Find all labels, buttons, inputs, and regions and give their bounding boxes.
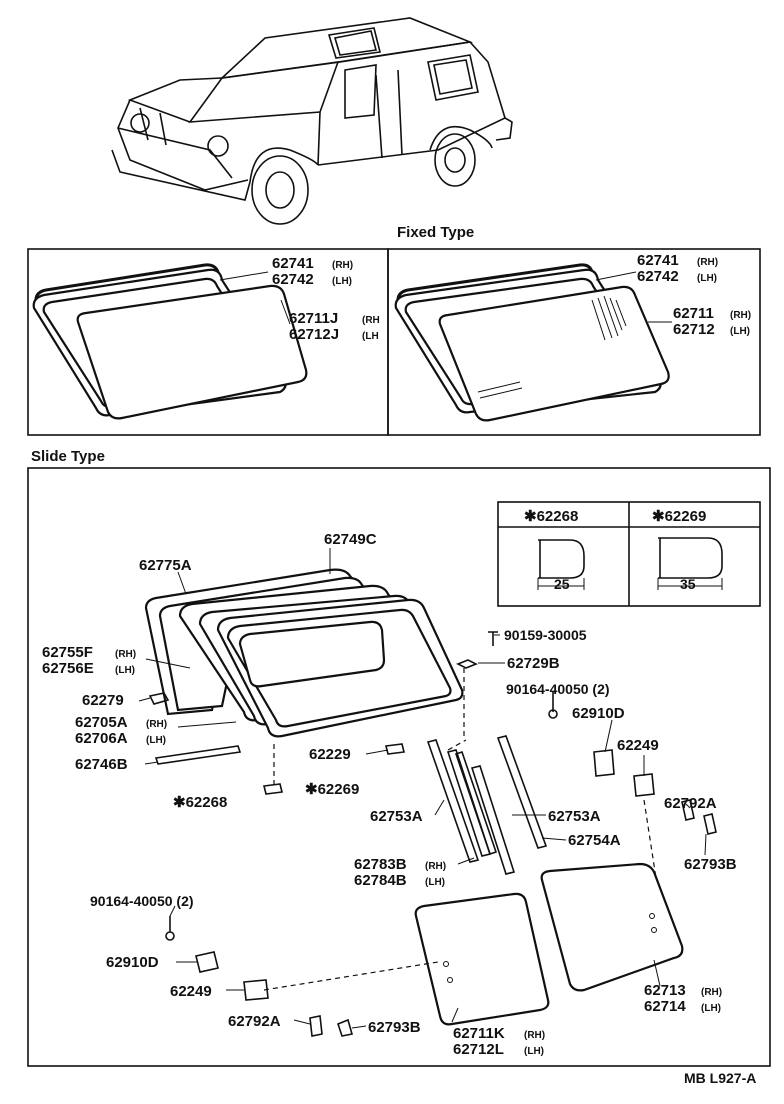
label-62705A: 62705A [75,714,128,731]
window-frame [144,568,464,738]
spacer-62268-label: ✱62268 [524,508,578,525]
label-62793B-b: 62793B [368,1019,421,1036]
label-62775A: 62775A [139,557,192,574]
label-lh: (LH) [115,665,135,676]
label-rh: (RH) [524,1030,545,1041]
label-62753A-b: 62753A [548,808,601,825]
label-62249-a: 62249 [617,737,659,754]
label-62910D-b: 62910D [106,954,159,971]
label-62742-fixed-right: 62742 [637,268,679,285]
glass-pattern [477,295,627,399]
label-62792A-a: 62792A [664,795,717,812]
label-62741-fixed-left: 62741 [272,255,314,272]
glass-panel [414,862,684,1026]
label-62279: 62279 [82,692,124,709]
spacer-62268 [263,783,283,795]
spacer-icon [148,692,170,705]
label-62792A-b: 62792A [228,1013,281,1030]
label-62706A: 62706A [75,730,128,747]
label-rh: (RH) [115,649,136,660]
label-62712: 62712 [673,321,715,338]
clip-62729B [456,659,478,669]
label-lh: (LH) [332,276,352,287]
spacer-table [497,501,761,607]
label-62249-b: 62249 [170,983,212,1000]
label-lh: (LH) [425,877,445,888]
label-62755F: 62755F [42,644,93,661]
leader-lines [138,548,707,1029]
latch-icon [593,749,615,777]
label-rh: (RH) [425,861,446,872]
label-62784B: 62784B [354,872,407,889]
label-62741-fixed-right: 62741 [637,252,679,269]
label-rh: (RH) [146,719,167,730]
latch-icon [195,951,219,973]
label-lh: (LH) [697,273,717,284]
runners [426,735,548,875]
label-62753A-a: 62753A [370,808,423,825]
dimension-35: 35 [680,576,696,592]
label-62712L: 62712L [453,1041,504,1058]
label-rh: (RH [362,315,380,326]
label-62793B-a: 62793B [684,856,737,873]
label-62754A: 62754A [568,832,621,849]
label-rh: (RH) [730,310,751,321]
slide-type-title: Slide Type [31,448,105,465]
vehicle-illustration [111,17,513,225]
dimension-25: 25 [554,576,570,592]
spacer-62229 [385,743,405,755]
fixed-right-panel [387,248,761,436]
label-62712J: 62712J [289,326,339,343]
label-62746B: 62746B [75,756,128,773]
label-62756E: 62756E [42,660,94,677]
label-rh: (RH) [332,260,353,271]
bolt-icon [488,631,498,646]
label-62268: ✱62268 [173,794,227,811]
label-62783B: 62783B [354,856,407,873]
label-62910D-a: 62910D [572,705,625,722]
label-lh: (LH) [701,1003,721,1014]
label-62713: 62713 [644,982,686,999]
label-rh: (RH) [701,987,722,998]
weatherstrip-62746B [154,745,242,765]
label-lh: (LH) [524,1046,544,1057]
label-62711J: 62711J [289,310,338,327]
small-parts [165,916,439,1037]
label-62711K: 62711K [453,1025,505,1042]
label-62749C: 62749C [324,531,377,548]
fixed-type-title: Fixed Type [397,224,474,241]
label-62711: 62711 [673,305,714,322]
label-90164-40050-b: 90164-40050 (2) [90,893,194,909]
label-62229: 62229 [309,746,351,763]
label-62729B: 62729B [507,655,560,672]
spacer-62269-label: ✱62269 [652,508,706,525]
label-62742-fixed-left: 62742 [272,271,314,288]
diagram-code: MB L927-A [684,1070,756,1086]
latch-icon [243,979,269,1001]
label-62269: ✱62269 [305,781,359,798]
label-rh: (RH) [697,257,718,268]
label-90164-40050-a: 90164-40050 (2) [506,681,610,697]
label-lh: (LH) [730,326,750,337]
label-lh: (LH [362,331,379,342]
label-62714: 62714 [644,998,686,1015]
latch-icon [633,773,655,797]
label-lh: (LH) [146,735,166,746]
slide-panel [27,467,771,1067]
glass-panel [76,284,308,420]
label-90159-30005: 90159-30005 [504,627,587,643]
